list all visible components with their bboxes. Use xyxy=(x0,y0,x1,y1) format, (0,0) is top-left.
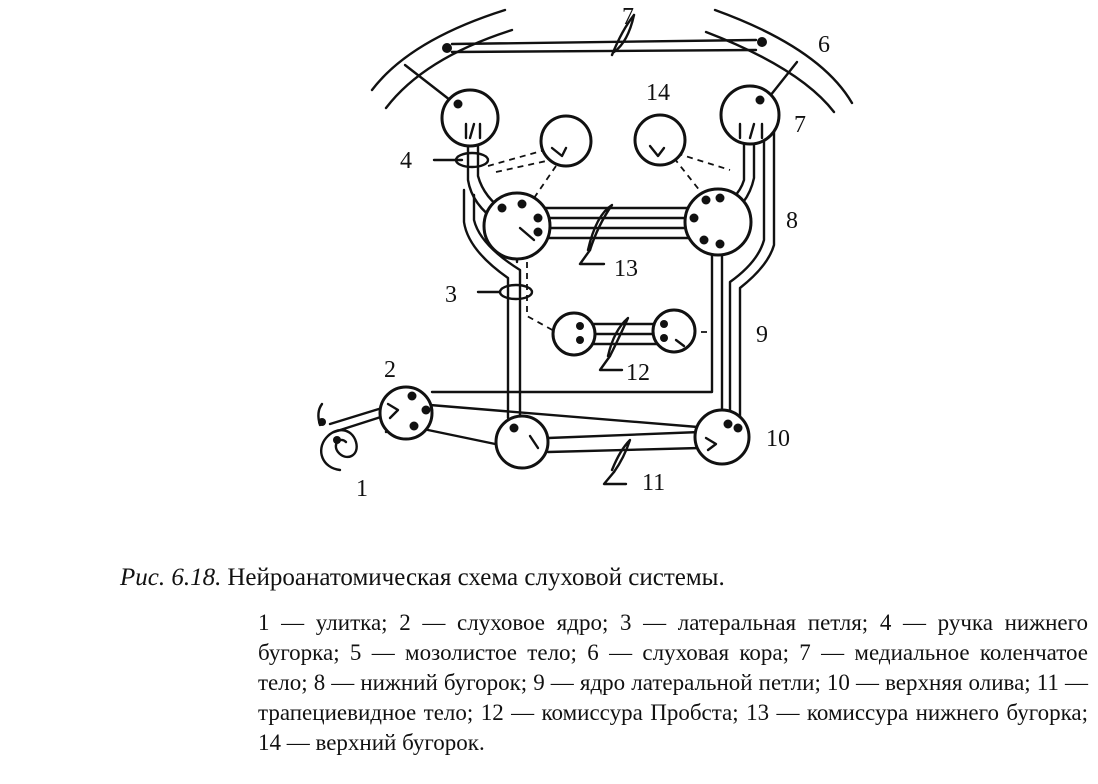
label-13: 13 xyxy=(614,256,638,282)
nucleus-mgb-right xyxy=(719,84,781,146)
nucleus-lateral-lemniscus-left xyxy=(551,311,597,357)
figure-title: Нейроанатомическая схема слуховой систем… xyxy=(227,564,725,591)
cortex-link-right xyxy=(768,60,799,98)
nucleus-superior-colliculus-right xyxy=(633,113,687,167)
label-4: 4 xyxy=(400,148,412,174)
label-1: 1 xyxy=(356,476,368,502)
nucleus-superior-olive-left xyxy=(494,414,550,470)
label-leaders xyxy=(432,151,534,301)
corpus-callosum xyxy=(450,13,758,57)
nucleus-cochlear xyxy=(378,385,434,441)
auditory-system-diagram: 1 2 3 4 7 6 7 8 9 10 11 12 13 14 xyxy=(317,4,854,502)
label-2: 2 xyxy=(384,357,396,383)
label-3: 3 xyxy=(445,282,457,308)
label-8: 8 xyxy=(786,208,798,234)
nucleus-superior-colliculus-left xyxy=(539,114,593,168)
trapezoid-body xyxy=(384,403,712,486)
cochlea xyxy=(317,402,386,472)
label-10: 10 xyxy=(766,426,790,452)
nucleus-mgb-left xyxy=(440,88,500,148)
label-12: 12 xyxy=(626,360,650,386)
label-11: 11 xyxy=(642,470,665,496)
figure-label: Рис. 6.18. xyxy=(120,564,222,591)
commissure-inferior-colliculus xyxy=(534,203,692,266)
diagram-labels: 1 2 3 4 7 6 7 8 9 10 11 12 13 14 xyxy=(356,4,830,502)
label-9: 9 xyxy=(756,322,768,348)
label-6: 6 xyxy=(818,32,830,58)
label-7: 7 xyxy=(794,112,806,138)
nucleus-lateral-lemniscus-right xyxy=(651,308,697,354)
nucleus-inferior-colliculus-right xyxy=(683,187,753,257)
label-14: 14 xyxy=(646,80,670,106)
probst-commissure xyxy=(582,316,662,372)
nucleus-superior-olive-right xyxy=(693,408,751,466)
figure-caption: Рис. 6.18.Нейроанатомическая схема слухо… xyxy=(120,562,1088,758)
cortex-link-left xyxy=(403,63,452,102)
nucleus-inferior-colliculus-left xyxy=(482,191,552,261)
figure-legend: 1 — улитка; 2 — слуховое ядро; 3 — латер… xyxy=(258,610,1088,755)
caption-title-line: Рис. 6.18.Нейроанатомическая схема слухо… xyxy=(120,562,1080,594)
ascending-tracts xyxy=(430,128,776,420)
label-callosum: 7 xyxy=(622,4,634,30)
